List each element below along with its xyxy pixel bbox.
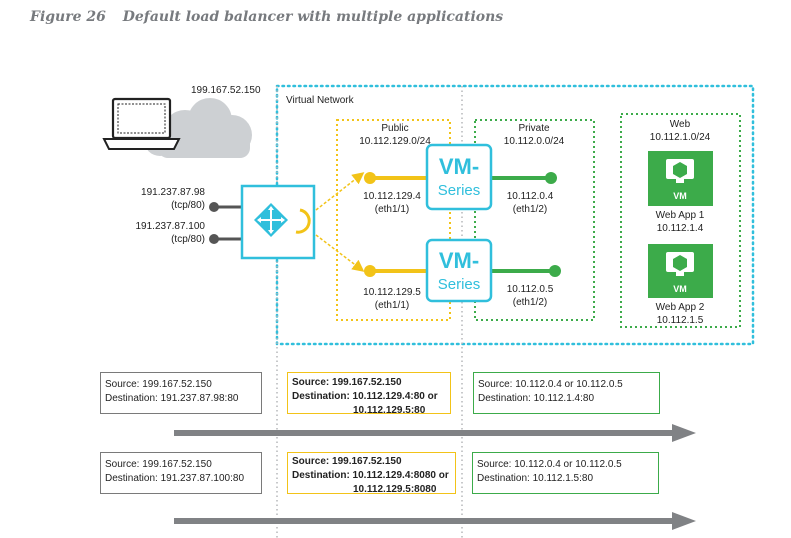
frontend-2-ip: 191.237.87.100 [135, 221, 205, 232]
packet-destination: Destination: 191.237.87.98:80 [105, 393, 239, 404]
svg-text:VM-: VM- [439, 248, 479, 273]
flow-2-client-packet: Source: 199.167.52.150 Destination: 191.… [100, 452, 262, 494]
packet-destination-alt: 10.112.129.5:8080 [353, 484, 437, 495]
packet-source: Source: 199.167.52.150 [292, 377, 402, 388]
fw2-private-ip: 10.112.0.5 [507, 284, 554, 295]
packet-destination: Destination: 10.112.1.5:80 [477, 473, 594, 484]
packet-source: Source: 199.167.52.150 [292, 456, 402, 467]
public-subnet [336, 119, 451, 321]
packet-destination: Destination: 10.112.129.4:80 or [292, 391, 438, 402]
frontend-port-dot [209, 202, 219, 212]
private-subnet-cidr: 10.112.0.0/24 [504, 136, 565, 147]
flow-1-arrow [174, 424, 696, 442]
figure-title: Default load balancer with multiple appl… [122, 9, 504, 25]
figure-caption: Figure 26 Default load balancer with mul… [30, 9, 503, 25]
frontend-1-port: (tcp/80) [171, 200, 205, 211]
flow-2-backend-packet: Source: 10.112.0.4 or 10.112.0.5 Destina… [472, 452, 659, 494]
lb-to-fw2-arrow [315, 234, 365, 272]
packet-destination: Destination: 191.237.87.100:80 [105, 473, 244, 484]
flow-2-firewall-packet: Source: 199.167.52.150 Destination: 10.1… [287, 452, 456, 495]
client-ip: 199.167.52.150 [191, 85, 261, 96]
fw1-private-ip: 10.112.0.4 [507, 191, 554, 202]
laptop-icon [102, 97, 181, 150]
web-subnet [620, 113, 741, 328]
flow-1-firewall-packet: Source: 199.167.52.150 Destination: 10.1… [287, 372, 451, 416]
web-app-1-name: Web App 1 [656, 210, 705, 221]
fw2-private-port [549, 265, 561, 277]
web-subnet-name: Web [670, 119, 691, 130]
frontend-2-port: (tcp/80) [171, 234, 205, 245]
fw2-public-if: (eth1/1) [375, 300, 409, 311]
flow-1-backend-packet: Source: 10.112.0.4 or 10.112.0.5 Destina… [473, 372, 660, 414]
packet-source: Source: 199.167.52.150 [105, 459, 212, 470]
flow-1-client-packet: Source: 199.167.52.150 Destination: 191.… [100, 372, 262, 414]
vm-series-firewall-1: VM- Series [425, 143, 493, 211]
svg-text:Series: Series [438, 276, 481, 293]
fw1-private-port [545, 172, 557, 184]
web-app-1-vm-icon: VM [648, 151, 713, 206]
web-subnet-cidr: 10.112.1.0/24 [650, 132, 711, 143]
svg-text:VM: VM [673, 191, 687, 201]
web-app-2-name: Web App 2 [656, 302, 705, 313]
web-app-2-ip: 10.112.1.5 [657, 315, 704, 326]
virtual-network-label: Virtual Network [286, 95, 355, 106]
flow-2-arrow [174, 512, 696, 530]
svg-text:VM: VM [673, 284, 687, 294]
public-subnet-name: Public [381, 123, 408, 134]
lb-to-fw1-arrow [315, 172, 365, 211]
packet-destination: Destination: 10.112.129.4:8080 or [292, 470, 449, 481]
packet-destination: Destination: 10.112.1.4:80 [478, 393, 595, 404]
packet-source: Source: 10.112.0.4 or 10.112.0.5 [477, 459, 622, 470]
frontend-1-ip: 191.237.87.98 [141, 187, 205, 198]
fw1-public-if: (eth1/1) [375, 204, 409, 215]
frontend-port-dot [209, 234, 219, 244]
fw1-public-port [364, 172, 376, 184]
web-app-2-vm-icon: VM [648, 244, 713, 298]
svg-text:VM-: VM- [439, 154, 479, 179]
packet-destination-alt: 10.112.129.5:80 [353, 405, 426, 416]
svg-text:Series: Series [438, 182, 481, 199]
vm-series-firewall-2: VM- Series [425, 238, 493, 303]
private-subnet-name: Private [518, 123, 550, 134]
fw2-public-ip: 10.112.129.5 [363, 287, 421, 298]
public-subnet-cidr: 10.112.129.0/24 [359, 136, 431, 147]
fw1-private-if: (eth1/2) [513, 204, 547, 215]
fw1-public-ip: 10.112.129.4 [363, 191, 421, 202]
packet-source: Source: 10.112.0.4 or 10.112.0.5 [478, 379, 623, 390]
load-balancer-icon [240, 184, 316, 260]
figure-number: Figure 26 [30, 9, 106, 25]
fw2-private-if: (eth1/2) [513, 297, 547, 308]
web-app-1-ip: 10.112.1.4 [657, 223, 704, 234]
fw2-public-port [364, 265, 376, 277]
packet-source: Source: 199.167.52.150 [105, 379, 212, 390]
